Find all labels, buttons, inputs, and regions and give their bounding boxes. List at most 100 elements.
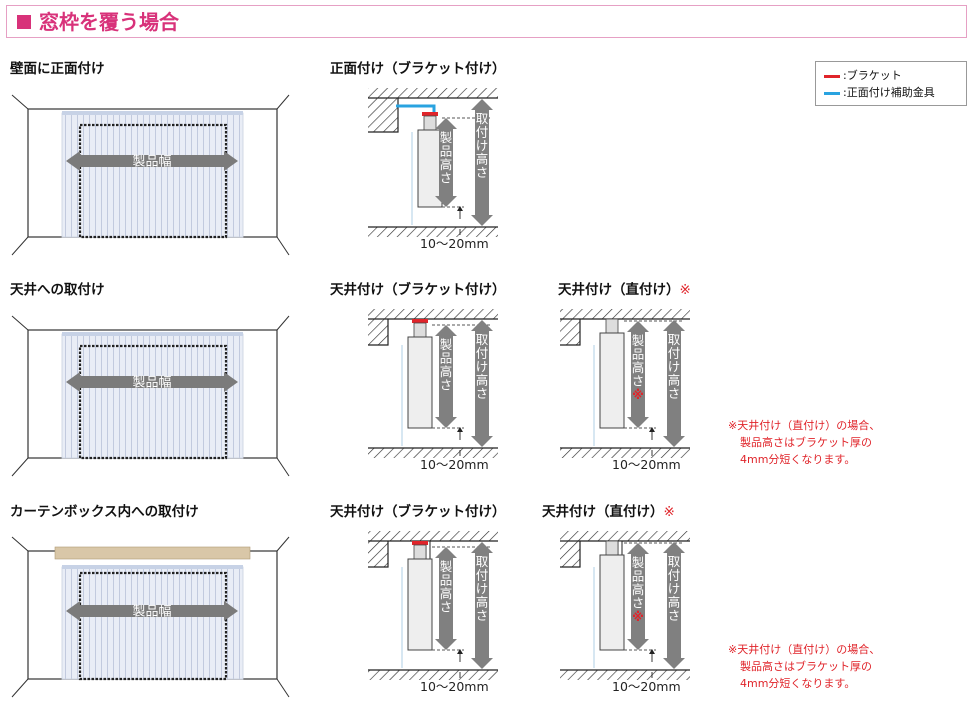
section-label-box: カーテンボックス内への取付け <box>10 504 199 520</box>
height-arrow-label: 高 <box>440 364 453 379</box>
room-overview: 製品幅 <box>11 315 290 477</box>
height-arrow-label: さ <box>440 171 453 186</box>
height-arrow-label: 取 <box>476 332 489 347</box>
height-arrow-label: 取 <box>476 111 489 126</box>
gap-arrow-head <box>457 427 463 432</box>
wall-edge <box>368 541 389 568</box>
wall-hatch <box>368 541 388 567</box>
gap-label: 10～20mm <box>612 679 681 694</box>
curtain <box>61 333 244 459</box>
wall-line <box>276 678 290 698</box>
wall-line <box>276 315 290 331</box>
product-body <box>407 336 433 429</box>
height-arrow-label: 高 <box>632 582 645 597</box>
height-arrow-label: 高 <box>668 373 681 388</box>
height-arrow-label: さ <box>668 386 681 401</box>
height-arrow <box>471 99 493 226</box>
detail-label-ceiling-bracket: 天井付け（ブラケット付け） <box>330 282 506 298</box>
height-arrow-label: 製 <box>440 559 453 574</box>
height-arrow-label: 高 <box>668 595 681 610</box>
height-arrow-label: さ <box>632 596 645 611</box>
note-line: ※天井付け（直付け）の場合、 <box>728 419 881 432</box>
bracket <box>412 541 428 545</box>
gap-arrow-head <box>457 649 463 654</box>
wall-hatch <box>560 541 580 567</box>
ceiling-hatch <box>560 309 690 319</box>
height-arrow-label: 製 <box>440 130 453 145</box>
floor-hatch <box>368 227 498 237</box>
height-arrow-label: 高 <box>632 360 645 375</box>
note-ceiling: ※天井付け（直付け）の場合、 製品高さはブラケット厚の 4mm分短くなります。 <box>728 417 880 468</box>
product-body <box>599 554 625 651</box>
note-line: 製品高さはブラケット厚の <box>740 436 872 449</box>
height-arrow-label: 取 <box>476 554 489 569</box>
ceiling-hatch <box>560 531 690 541</box>
height-arrow-mark: ※ <box>632 610 644 624</box>
height-arrow-label: 品 <box>440 351 453 366</box>
height-arrow-label: さ <box>476 608 489 623</box>
note-box: ※天井付け（直付け）の場合、 製品高さはブラケット厚の 4mm分短くなります。 <box>728 641 880 692</box>
detail-label-box-direct: 天井付け（直付け）※ <box>542 503 675 521</box>
gap-label: 10～20mm <box>612 457 681 472</box>
room-overview: 製品幅 <box>11 94 290 256</box>
height-arrow <box>435 325 457 428</box>
wall-edge <box>560 319 581 346</box>
height-arrow-label: 品 <box>632 569 645 584</box>
head-rail <box>413 544 427 560</box>
wall-edge <box>368 98 399 133</box>
wall-edge <box>368 319 389 346</box>
detail-label-text: 天井付け（直付け） <box>558 282 680 298</box>
height-arrow-label: 取 <box>668 554 681 569</box>
detail-mark: ※ <box>663 504 675 520</box>
height-arrow-label: 高 <box>476 595 489 610</box>
wall-hatch <box>560 319 580 345</box>
detail-label-ceiling-direct: 天井付け（直付け）※ <box>558 281 691 299</box>
legend-bracket-label: :ブラケット <box>843 69 902 82</box>
room-overview: 製品幅 <box>11 536 290 698</box>
height-arrow-label: け <box>476 138 489 153</box>
height-arrow-label: さ <box>440 378 453 393</box>
note-line: 4mm分短くなります。 <box>740 453 856 466</box>
section-label-ceiling: 天井への取付け <box>10 282 105 298</box>
head-rail <box>423 115 437 131</box>
width-arrow-label: 製品幅 <box>132 605 171 620</box>
head-rail <box>413 322 427 338</box>
wall-line <box>276 236 290 256</box>
height-arrow-label: け <box>476 581 489 596</box>
wall-line <box>276 536 290 552</box>
gap-label: 10～20mm <box>420 236 489 251</box>
height-arrow-mark: ※ <box>632 388 644 402</box>
detail-label-text: 天井付け（直付け） <box>542 504 664 520</box>
gap-label: 10～20mm <box>420 457 489 472</box>
height-arrow-label: 製 <box>632 333 645 348</box>
height-arrow-label: 付 <box>476 346 489 361</box>
aux-bracket <box>396 104 436 112</box>
width-arrow <box>66 601 238 621</box>
ceiling-hatch <box>368 531 498 541</box>
page-title: 窓枠を覆う場合 <box>39 10 179 34</box>
wall-hatch <box>368 319 388 345</box>
curtain-head-rail <box>62 565 243 569</box>
height-arrow-label: け <box>668 359 681 374</box>
height-arrow-label: さ <box>668 608 681 623</box>
product-body <box>417 129 443 208</box>
note-line: ※天井付け（直付け）の場合、 <box>728 643 881 656</box>
height-arrow-label: 取 <box>668 332 681 347</box>
legend-bracket: :ブラケット <box>824 69 902 83</box>
bracket-swatch-icon <box>824 74 840 78</box>
gap-arrow-head <box>649 427 655 432</box>
height-arrow <box>627 543 649 650</box>
height-arrow <box>663 542 685 669</box>
height-arrow-label: さ <box>476 165 489 180</box>
ceiling-hatch <box>368 309 498 319</box>
detail-mark: ※ <box>679 282 691 298</box>
wall-line <box>276 457 290 477</box>
note-line: 4mm分短くなります。 <box>740 677 856 690</box>
window-outline <box>78 344 228 460</box>
height-arrow-label: け <box>668 581 681 596</box>
height-arrow-label: 高 <box>476 373 489 388</box>
